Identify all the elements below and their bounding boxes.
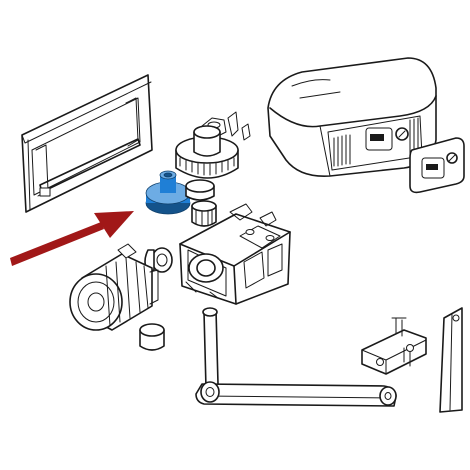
arrow-shaft <box>10 222 104 266</box>
electric-motor <box>69 243 159 331</box>
pointer-arrow <box>10 211 134 266</box>
swing-arm <box>439 307 463 413</box>
small-bushing-part <box>139 323 165 351</box>
control-unit-cover <box>267 57 437 177</box>
arrow-head <box>94 211 134 238</box>
lower-mounting-bracket <box>361 317 427 375</box>
mounting-bracket-plate <box>21 74 153 213</box>
gear-assembly-stack <box>175 111 251 227</box>
lever-arm <box>195 307 397 407</box>
coupling-part <box>144 247 173 273</box>
remote-panel <box>409 137 465 194</box>
gearbox-housing <box>179 203 291 305</box>
highlighted-gear-part <box>145 170 191 215</box>
